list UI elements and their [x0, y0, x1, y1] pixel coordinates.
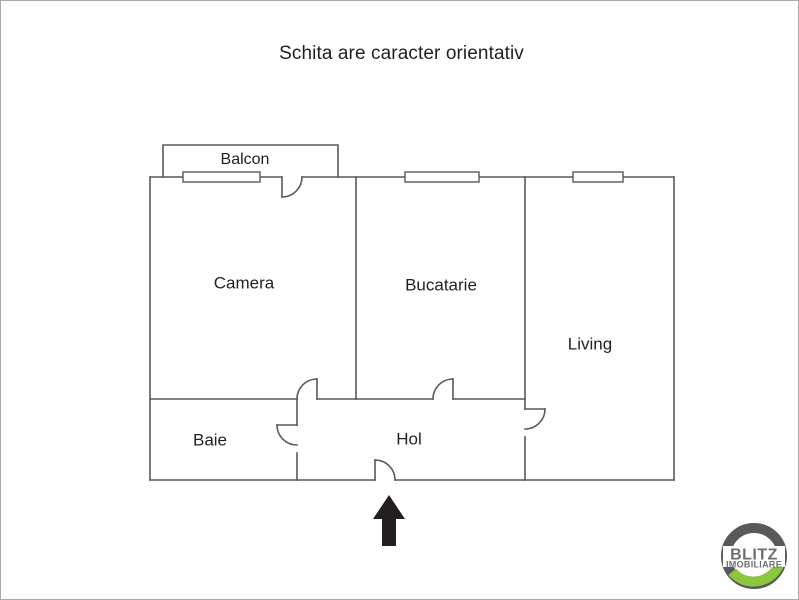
blitz-imobiliare-logo: BLITZ IMOBILIARE	[717, 519, 791, 593]
room-label-baie: Baie	[193, 430, 227, 449]
logo-accent-arc	[728, 561, 785, 587]
room-labels: Balcon Camera Bucatarie Living Baie Hol	[193, 151, 612, 449]
door-balcon	[281, 176, 303, 198]
door-camera-hol	[296, 378, 318, 400]
window-camera	[182, 171, 261, 183]
door-hol-living	[524, 408, 546, 430]
window-bucatarie	[404, 171, 480, 183]
window-living	[572, 171, 624, 183]
logo-secondary-text: IMOBILIARE	[726, 559, 782, 569]
logo-primary-text: BLITZ	[730, 547, 778, 564]
door-entrance	[374, 459, 396, 481]
interior-walls	[149, 176, 526, 481]
balcon-walls	[162, 144, 339, 178]
room-label-hol: Hol	[396, 429, 422, 448]
room-label-bucatarie: Bucatarie	[405, 275, 477, 294]
door-baie-hol	[276, 424, 298, 446]
room-label-balcon: Balcon	[221, 151, 270, 168]
room-label-living: Living	[568, 334, 612, 353]
doors	[276, 176, 546, 481]
room-label-camera: Camera	[214, 273, 275, 292]
windows	[182, 171, 624, 183]
entrance-arrow-icon	[373, 495, 405, 546]
page-title: Schita are caracter orientativ	[279, 43, 524, 64]
door-bucatarie-hol	[432, 378, 454, 400]
